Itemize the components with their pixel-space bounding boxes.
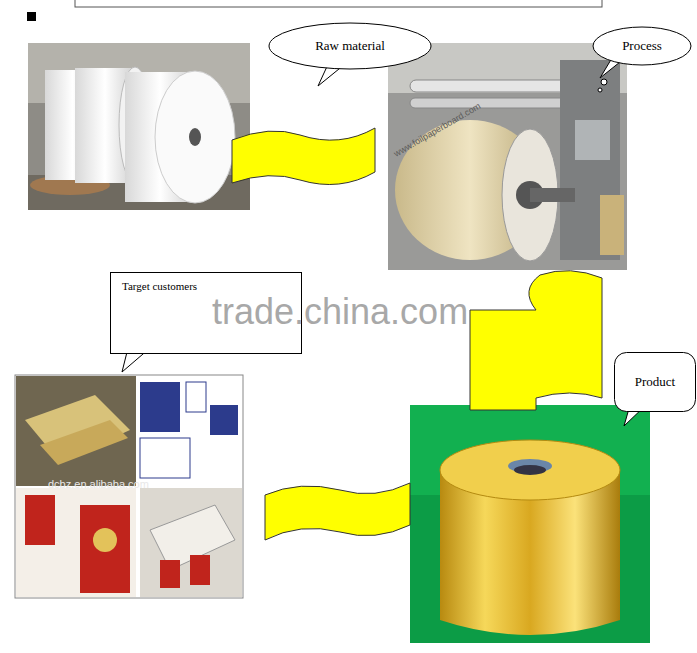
callout-text: Product bbox=[635, 374, 675, 390]
callout-cloud: Process bbox=[592, 26, 692, 66]
flow-banner bbox=[265, 483, 410, 540]
callout-box: Product bbox=[614, 352, 696, 412]
watermark: www.foilpaperboard.com bbox=[392, 101, 482, 159]
callout-text: Process bbox=[622, 38, 662, 54]
customer-photo bbox=[15, 375, 243, 598]
raw-material-photo bbox=[28, 43, 250, 210]
flow-banner bbox=[470, 271, 602, 410]
callout-bubble: Raw material bbox=[268, 22, 432, 70]
watermark: dcbz.en.alibaba.com bbox=[48, 478, 149, 490]
product-photo bbox=[410, 405, 650, 643]
callout-text: Target customers bbox=[122, 280, 197, 292]
watermark: trade.china.com bbox=[212, 291, 468, 333]
callout-text: Raw material bbox=[315, 38, 385, 54]
flow-banner bbox=[232, 128, 375, 185]
process-photo bbox=[388, 43, 627, 270]
